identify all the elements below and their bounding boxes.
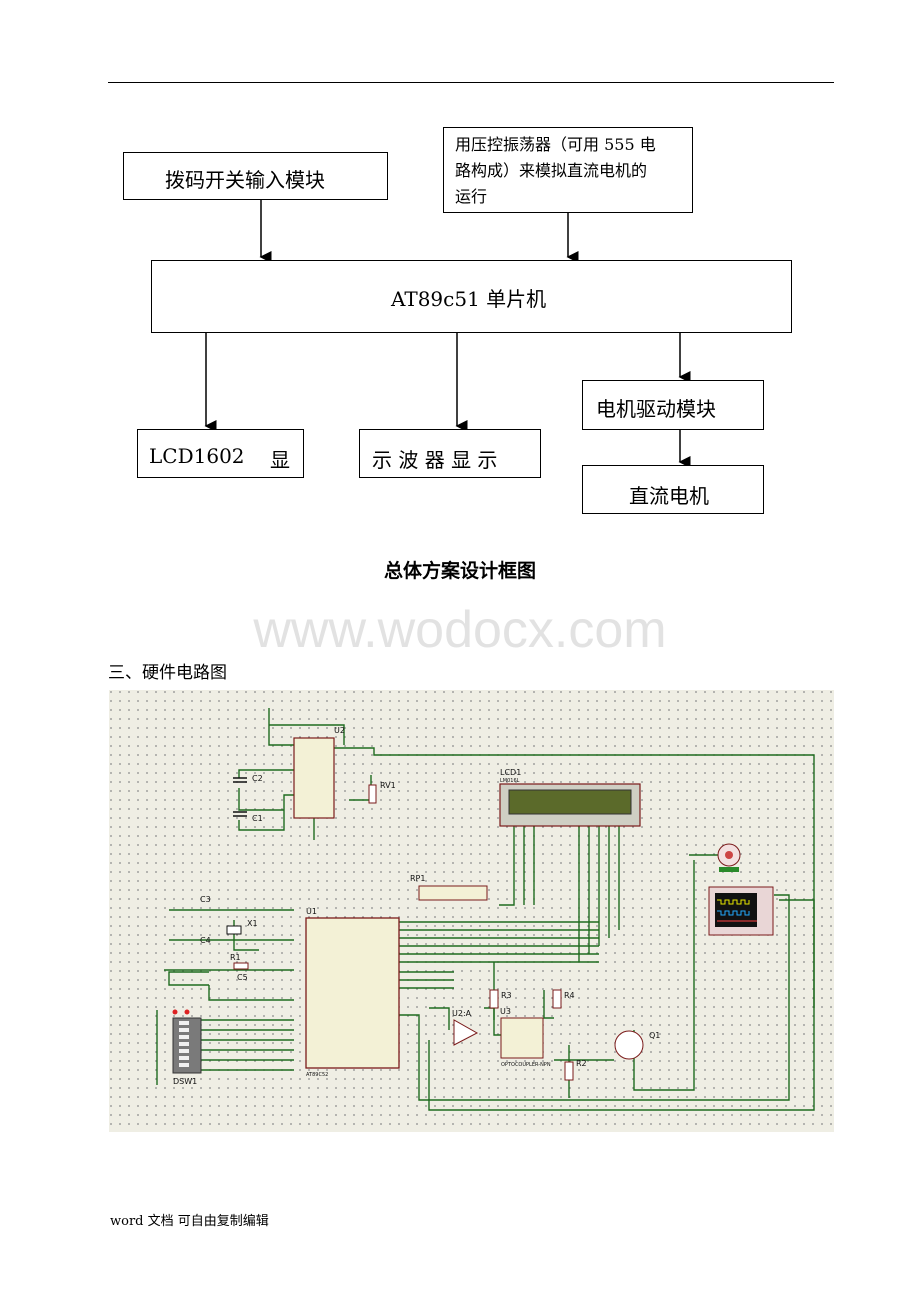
r3-label: R3 bbox=[501, 991, 512, 1000]
lcd-display-box: LCD1602 显 bbox=[137, 429, 304, 478]
q1-label: Q1 bbox=[649, 1031, 660, 1040]
rp1-label: RP1 bbox=[410, 874, 425, 883]
r1-label: R1 bbox=[230, 953, 241, 962]
c3-label: C3 bbox=[200, 895, 211, 904]
oscilloscope-display-label: 示 波 器 显 示 bbox=[372, 448, 498, 472]
dc-motor-box: 直流电机 bbox=[582, 465, 764, 514]
rv1-label: RV1 bbox=[380, 781, 396, 790]
vco-module-line-1: 用压控振荡器（可用 555 电 bbox=[455, 135, 656, 154]
dc-motor-label: 直流电机 bbox=[629, 484, 709, 508]
u1-label: U1 bbox=[306, 907, 317, 916]
lcd1-model: LM016L bbox=[500, 778, 520, 784]
c2-label: C2 bbox=[252, 774, 263, 783]
vco-module-line-2: 路构成）来模拟直流电机的 bbox=[455, 161, 648, 180]
footer-note: word 文档 可自由复制编辑 bbox=[110, 1214, 269, 1229]
r4-label: R4 bbox=[564, 991, 575, 1000]
dip-switch-module-label: 拨码开关输入模块 bbox=[165, 168, 325, 192]
dip-switch-module-box: 拨码开关输入模块 bbox=[123, 152, 388, 200]
u1-model: AT89C52 bbox=[306, 1072, 328, 1078]
section-title: 三、硬件电路图 bbox=[108, 663, 227, 683]
mcu-box: AT89c51 单片机 bbox=[151, 260, 792, 333]
c5-label: C5 bbox=[237, 973, 248, 982]
lcd-display-label: LCD1602 bbox=[149, 444, 245, 468]
oscilloscope-display-box: 示 波 器 显 示 bbox=[359, 429, 541, 478]
vco-module-box: 用压控振荡器（可用 555 电 路构成）来模拟直流电机的 运行 bbox=[443, 127, 693, 213]
c4-label: C4 bbox=[200, 936, 211, 945]
c1-label: C1 bbox=[252, 814, 263, 823]
mcu-label: AT89c51 单片机 bbox=[391, 287, 547, 311]
circuit-schematic: U2 C2 C1 RV1 LCD1 LM016L RP1 U1 AT89C52 … bbox=[109, 690, 834, 1132]
r2-label: R2 bbox=[576, 1059, 587, 1068]
motor-driver-box: 电机驱动模块 bbox=[582, 380, 764, 430]
u2-label: U2 bbox=[334, 726, 345, 735]
lcd-display-label-suffix: 显 bbox=[270, 448, 290, 472]
dsw1-label: DSW1 bbox=[173, 1077, 197, 1086]
u3-label: U3 bbox=[500, 1007, 511, 1016]
lcd1-label: LCD1 bbox=[500, 768, 521, 777]
diagram-connectors bbox=[204, 200, 691, 468]
motor-driver-label: 电机驱动模块 bbox=[596, 397, 716, 421]
diagram-caption: 总体方案设计框图 bbox=[383, 560, 536, 582]
vco-module-line-3: 运行 bbox=[455, 187, 488, 206]
u3-model: OPTOCOUPLER-NPN bbox=[501, 1062, 551, 1068]
u2a-label: U2:A bbox=[452, 1009, 472, 1018]
watermark: www.wodocx.com bbox=[253, 601, 667, 659]
header-rule bbox=[108, 82, 834, 83]
x1-label: X1 bbox=[247, 919, 258, 928]
